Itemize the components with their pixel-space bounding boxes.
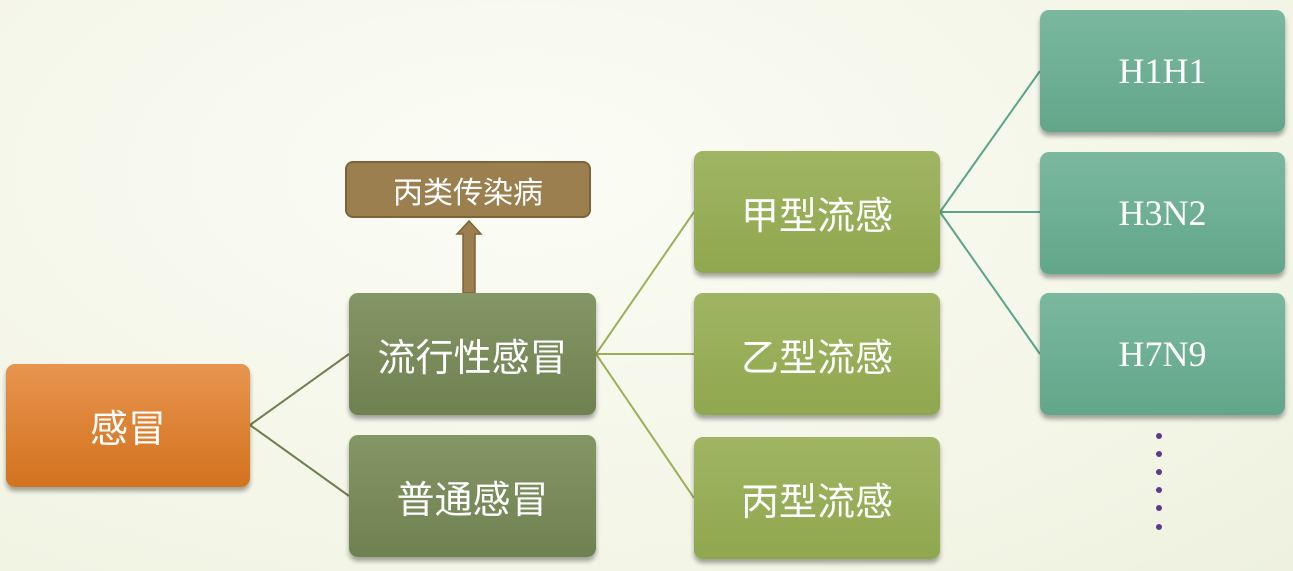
node-label: 甲型流感 [740, 193, 893, 238]
connector-a-h7n9 [939, 211, 1041, 355]
node-influenza: 流行性感冒 [349, 293, 596, 415]
ellipsis-dot [1156, 487, 1162, 493]
node-h7n9: H7N9 [1040, 293, 1285, 415]
node-label: 普通感冒 [396, 477, 549, 522]
node-common-cold: 普通感冒 [349, 435, 596, 557]
ellipsis-dot [1156, 469, 1162, 475]
connector-flu-c [595, 353, 695, 499]
annotation-class-c-disease: 丙类传染病 [345, 161, 591, 218]
node-label: 流行性感冒 [377, 335, 568, 380]
ellipsis-dot [1156, 524, 1162, 530]
ellipsis-dot [1156, 433, 1162, 439]
node-label: 乙型流感 [740, 335, 893, 380]
connector-flu-a [595, 211, 695, 355]
node-label: 丙型流感 [740, 479, 893, 524]
up-arrow-icon [455, 219, 483, 294]
node-influenza-a: 甲型流感 [694, 151, 940, 273]
node-label: H1H1 [1118, 51, 1207, 91]
node-label: H7N9 [1118, 334, 1207, 374]
node-cold: 感冒 [6, 364, 250, 487]
annotation-label: 丙类传染病 [393, 175, 543, 211]
node-influenza-b: 乙型流感 [694, 293, 940, 415]
node-h3n2: H3N2 [1040, 152, 1285, 274]
node-influenza-c: 丙型流感 [694, 437, 940, 559]
ellipsis-dot [1156, 505, 1162, 511]
connector-root-common [249, 424, 350, 497]
node-label: H3N2 [1118, 193, 1207, 233]
connector-a-h1h1 [939, 70, 1041, 213]
node-label: 感冒 [89, 407, 166, 451]
ellipsis-dot [1156, 451, 1162, 457]
node-h1h1: H1H1 [1040, 10, 1285, 132]
connector-root-flu [249, 353, 350, 426]
